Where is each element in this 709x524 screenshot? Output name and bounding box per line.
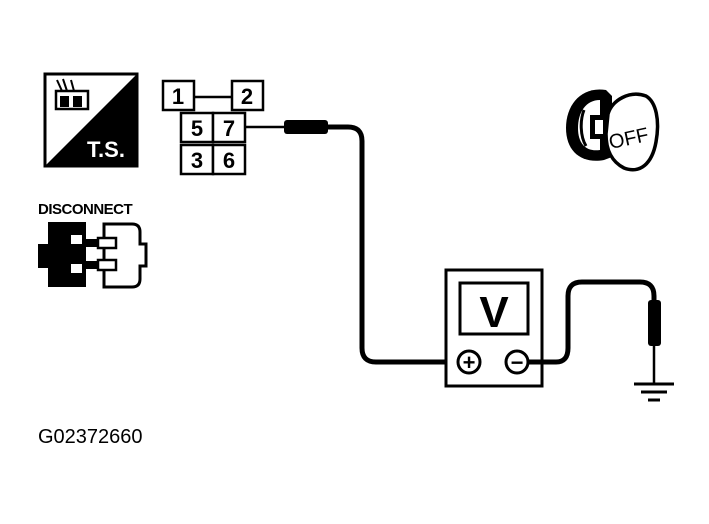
voltmeter: V + − (444, 268, 544, 388)
positive-test-lead (328, 124, 470, 365)
pin-5-label: 5 (191, 116, 203, 141)
ts-badge: T.S. (43, 72, 139, 168)
pin-3-label: 3 (191, 148, 203, 173)
pin-6-label: 6 (223, 148, 235, 173)
minus-symbol: − (511, 350, 524, 375)
figure-id: G02372660 (38, 426, 143, 448)
ground-icon (634, 382, 674, 402)
positive-probe (245, 120, 470, 365)
disconnect-label: DISCONNECT (38, 201, 133, 218)
ignition-switch-icon: OFF (566, 89, 660, 172)
connector-pin-grid: 1 2 5 7 3 6 (161, 79, 265, 176)
connector-plug-icon (54, 78, 90, 111)
pin-1-label: 1 (172, 84, 184, 109)
ignition-key-icon (604, 92, 660, 172)
voltmeter-unit-label: V (479, 288, 509, 337)
negative-probe (528, 279, 674, 402)
ts-label: T.S. (87, 137, 125, 162)
disconnected-connector-icon (38, 222, 148, 289)
negative-terminal: − (504, 349, 530, 375)
voltmeter-display (458, 281, 530, 336)
pin-2-label: 2 (241, 84, 253, 109)
positive-terminal: + (456, 349, 482, 375)
disconnect-symbol: DISCONNECT (38, 201, 148, 289)
pin-7-label: 7 (223, 116, 235, 141)
plus-symbol: + (463, 350, 476, 375)
negative-test-lead (528, 279, 657, 365)
